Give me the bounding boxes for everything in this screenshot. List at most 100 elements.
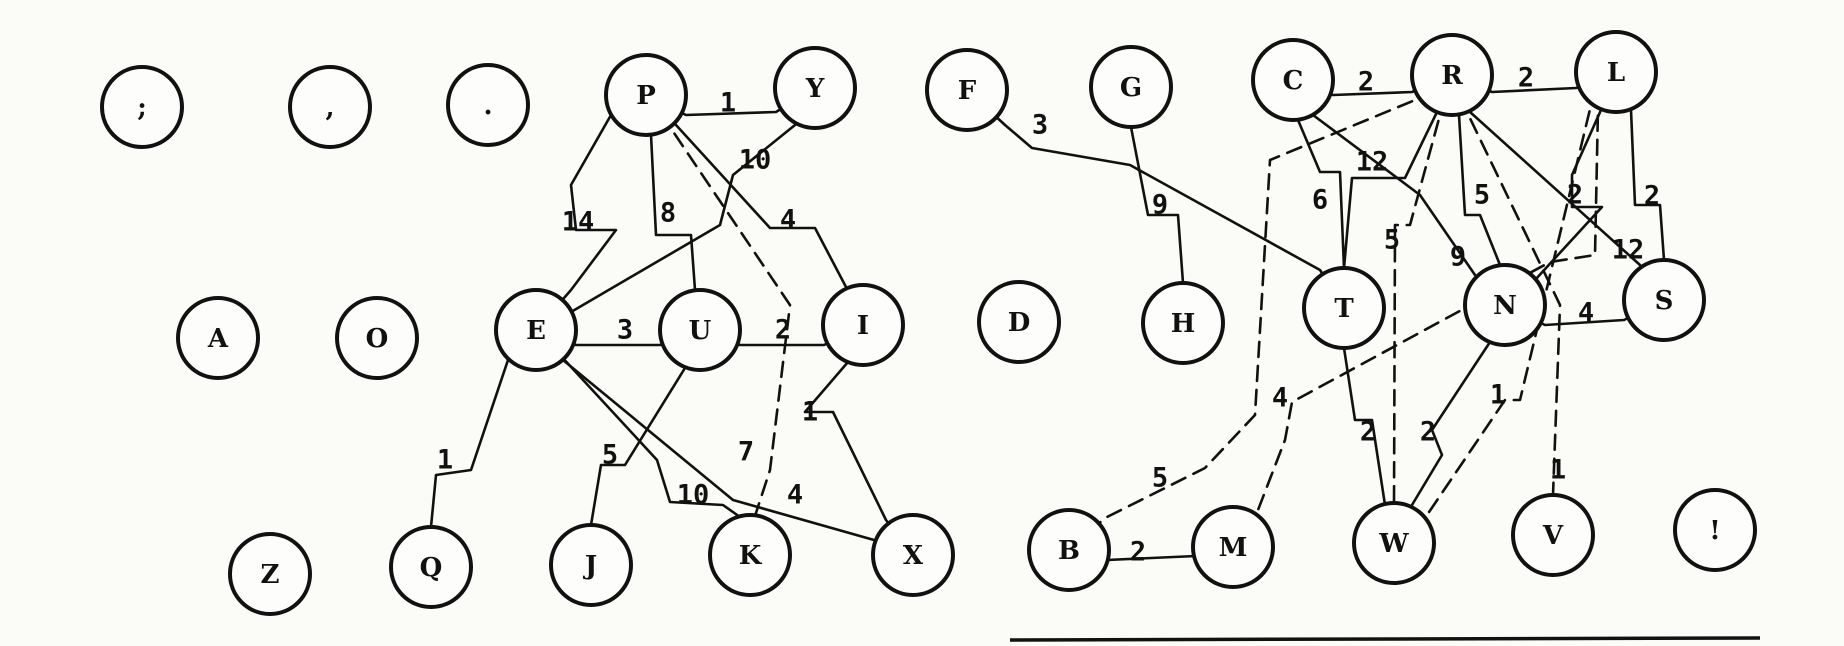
- node-!: !: [1673, 488, 1757, 572]
- node-E: E: [494, 288, 578, 372]
- edge-weight-P-K: 7: [738, 437, 754, 468]
- edge-weight-L-M: 4: [1272, 383, 1288, 414]
- edge-P-I: [644, 93, 865, 327]
- node-label: J: [583, 551, 597, 581]
- node-label: K: [739, 541, 763, 571]
- node-U: U: [658, 288, 742, 372]
- node-circle: [446, 63, 530, 147]
- node-H: H: [1141, 281, 1225, 365]
- node-circle: [1251, 38, 1335, 122]
- node-V: V: [1511, 493, 1595, 577]
- edge-weight-C-N: 9: [1450, 242, 1466, 273]
- edge-R-B: [1067, 73, 1454, 552]
- node-Q: Q: [389, 525, 473, 609]
- node-D: D: [977, 280, 1061, 364]
- edge-weight-R-L: 2: [1518, 63, 1534, 94]
- node-label: E: [526, 316, 546, 346]
- edge-weight-E-X: 4: [787, 480, 803, 511]
- edge-weight-I-X: 1: [802, 397, 818, 428]
- node-A: A: [176, 296, 260, 380]
- node-circle: [494, 288, 578, 372]
- node-I: I: [821, 283, 905, 367]
- node-circle: [1511, 493, 1595, 577]
- edge-weight-P-U: 8: [660, 198, 676, 229]
- node-circle: [288, 65, 372, 149]
- node-C: C: [1251, 38, 1335, 122]
- node-circle: [100, 65, 184, 149]
- node-label: M: [1219, 533, 1248, 563]
- edge-weight-C-R: 2: [1358, 67, 1374, 98]
- edge-weight-G-H: 9: [1152, 190, 1168, 221]
- edge-weight-C-T: 6: [1312, 185, 1328, 216]
- edge-weight-P-E: 14: [562, 207, 595, 238]
- edge-weight-R-N: 5: [1474, 180, 1490, 211]
- edge-R-W: [1392, 73, 1454, 545]
- node-G: G: [1089, 45, 1173, 129]
- node-circle: [1352, 501, 1436, 585]
- edge-weight-L-S: 2: [1644, 181, 1660, 212]
- node-label: B: [1058, 536, 1080, 566]
- node-circle: [977, 280, 1061, 364]
- node-K: K: [708, 513, 792, 597]
- node-L: L: [1574, 30, 1658, 114]
- node-label: Q: [420, 553, 443, 583]
- node-label: W: [1378, 529, 1409, 559]
- edge-L-M: [1231, 70, 1618, 549]
- node-label: U: [689, 316, 712, 346]
- node-label: A: [207, 324, 229, 354]
- edge-weight-T-W: 2: [1360, 417, 1376, 448]
- node-circle: [925, 48, 1009, 132]
- edge-weight-P-I: 4: [780, 205, 796, 236]
- node-R: R: [1410, 33, 1494, 117]
- node-P: P: [604, 53, 688, 137]
- node-circle: [228, 532, 312, 616]
- node-label: L: [1607, 58, 1625, 88]
- edge-weight-R-W: 5: [1384, 225, 1400, 256]
- node-circle: [335, 296, 419, 380]
- node-circle: [1141, 281, 1225, 365]
- node-;: ;: [100, 65, 184, 149]
- node-Z: Z: [228, 532, 312, 616]
- edge-weight-R-S: 12: [1612, 235, 1645, 266]
- node-X: X: [871, 513, 955, 597]
- node-circle: [821, 283, 905, 367]
- node-label: !: [1709, 516, 1720, 546]
- node-circle: [658, 288, 742, 372]
- node-label: G: [1120, 73, 1142, 103]
- node-label: Z: [261, 560, 280, 590]
- edge-weight-B-M: 2: [1130, 537, 1146, 568]
- node-label: ;: [137, 93, 147, 123]
- node-label: T: [1334, 294, 1354, 324]
- node-circle: [1574, 30, 1658, 114]
- edge-weight-P-Y: 1: [720, 88, 736, 119]
- node-B: B: [1027, 508, 1111, 592]
- node-circle: [389, 525, 473, 609]
- node-M: M: [1191, 505, 1275, 589]
- node-circle: [1089, 45, 1173, 129]
- node-circle: [1302, 266, 1386, 350]
- node-J: J: [549, 523, 633, 607]
- node-label: F: [958, 76, 977, 106]
- node-N: N: [1463, 263, 1547, 347]
- edge-weight-E-U: 3: [617, 315, 633, 346]
- node-T: T: [1302, 266, 1386, 350]
- node-label: C: [1283, 66, 1304, 96]
- node-circle: [708, 513, 792, 597]
- bottom-rule: [1009, 636, 1761, 642]
- node-label: R: [1441, 61, 1463, 91]
- node-circle: [1410, 33, 1494, 117]
- edge-weight-U-I: 2: [775, 315, 791, 346]
- node-label: H: [1171, 309, 1196, 339]
- node-F: F: [925, 48, 1009, 132]
- node-label: Y: [805, 74, 825, 104]
- node-.: .: [446, 63, 530, 147]
- node-circle: [176, 296, 260, 380]
- edge-weight-E-Q: 1: [437, 445, 453, 476]
- node-label: X: [903, 541, 924, 571]
- node-label: O: [366, 324, 389, 354]
- node-label: D: [1008, 308, 1031, 338]
